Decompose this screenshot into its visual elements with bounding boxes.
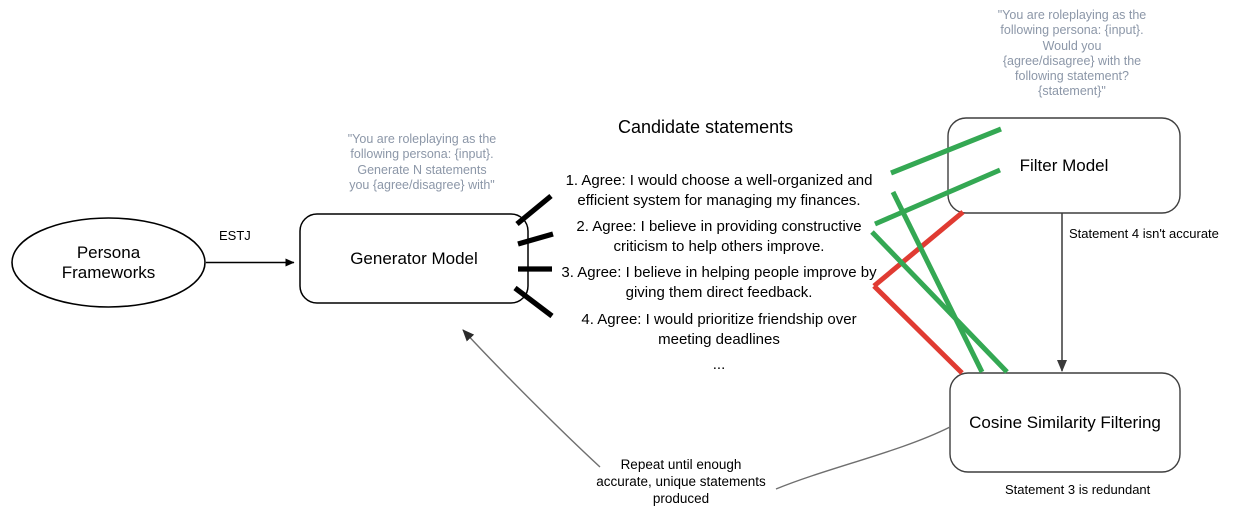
edge-statement1-accept: [890, 126, 1002, 176]
edge-label-statement-4-inaccurate: Statement 4 isn't accurate: [1069, 226, 1219, 241]
generator-model-node[interactable]: [299, 213, 529, 304]
edge-statement3-to-cosine: [872, 284, 964, 375]
cosine-caption-statement-3-redundant: Statement 3 is redundant: [1005, 482, 1151, 497]
persona-frameworks-node[interactable]: [11, 217, 206, 308]
filter-prompt-note: "You are roleplaying as the following pe…: [997, 8, 1147, 99]
generator-tick-2: [517, 231, 554, 247]
edge-feedback-loop: [775, 426, 951, 490]
candidate-statements-ellipsis: ...: [712, 356, 726, 373]
candidate-statement-4: 4. Agree: I would prioritize friendship …: [581, 311, 857, 348]
edge-statement1-to-cosine: [890, 190, 985, 374]
edge-label-repeat-loop: Repeat until enough accurate, unique sta…: [596, 457, 766, 506]
candidate-statement-3: 3. Agree: I believe in helping people im…: [561, 264, 877, 301]
generator-output-ticks: [513, 193, 554, 319]
candidate-statements-heading: Candidate statements: [618, 117, 794, 137]
cosine-similarity-filtering-node[interactable]: [949, 372, 1181, 473]
candidate-statement-1: 1. Agree: I would choose a well-organize…: [565, 172, 873, 209]
generator-tick-1: [515, 193, 553, 227]
edge-statement2-to-cosine: [870, 230, 1009, 374]
edge-feedback-loop-arrow: [462, 329, 601, 468]
generator-prompt-note: "You are roleplaying as the following pe…: [347, 132, 497, 192]
candidate-statement-2: 2. Agree: I believe in providing constru…: [576, 218, 862, 255]
edge-statement2-accept: [874, 167, 1001, 227]
filter-model-node[interactable]: [947, 117, 1181, 214]
generator-tick-4: [513, 285, 554, 319]
edge-label-estj: ESTJ: [219, 228, 251, 243]
